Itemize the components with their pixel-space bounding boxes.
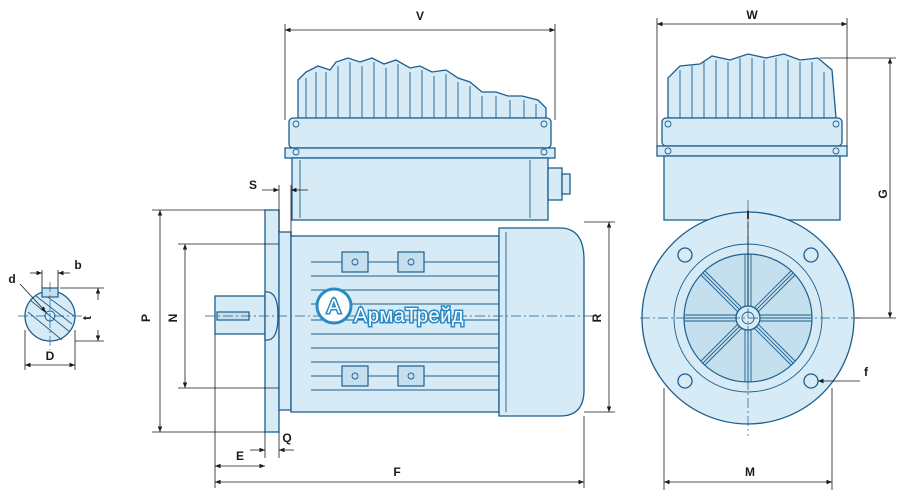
front-terminal-box: [663, 155, 841, 221]
foot-block: [341, 251, 369, 273]
fan-cover: [498, 227, 585, 417]
label-R: R: [590, 313, 604, 322]
watermark-badge-icon: [315, 287, 353, 325]
inverter-flange: [284, 147, 556, 159]
motor-side-view: [205, 57, 600, 433]
label-Q: Q: [282, 431, 291, 445]
motor-front-view: [640, 53, 860, 436]
cable-gland-nut: [561, 173, 571, 195]
stator-body: [290, 235, 500, 413]
flange-spigot: [278, 231, 292, 411]
label-M: M: [745, 465, 755, 479]
label-V: V: [416, 9, 424, 23]
foot-block: [397, 251, 425, 273]
label-G: G: [876, 189, 890, 198]
foot-block: [397, 365, 425, 387]
inverter-housing-top: [288, 117, 552, 149]
label-t: t: [80, 316, 94, 320]
front-inverter-flange: [656, 145, 848, 157]
label-b: b: [74, 258, 81, 272]
watermark-logo: A АрмаТрейд: [315, 287, 465, 329]
side-view-dimensions: [152, 24, 615, 488]
cable-gland: [547, 167, 563, 201]
label-P: P: [139, 314, 153, 322]
label-f: f: [864, 365, 869, 379]
watermark-logo-letter: A: [327, 296, 341, 318]
front-inverter-housing: [661, 117, 843, 147]
label-D: D: [46, 349, 55, 363]
label-S: S: [249, 178, 257, 192]
foot-block: [341, 365, 369, 387]
front-view-dimensions: [656, 18, 896, 490]
label-N: N: [166, 314, 180, 323]
label-W: W: [746, 8, 758, 22]
label-I: I: [746, 208, 749, 222]
watermark-text: АрмаТрейд: [354, 305, 464, 327]
label-F: F: [393, 465, 400, 479]
flange-bolt-hole: [677, 247, 693, 263]
shaft-section-view: [18, 270, 104, 370]
terminal-box: [291, 157, 549, 221]
flange-bolt-hole: [803, 247, 819, 263]
flange-bolt-hole: [677, 373, 693, 389]
flange-bolt-hole: [803, 373, 819, 389]
label-E: E: [236, 449, 244, 463]
dimension-labels: V W S G I P N R Q E F M f d b t D: [8, 8, 890, 479]
label-d: d: [8, 272, 15, 286]
